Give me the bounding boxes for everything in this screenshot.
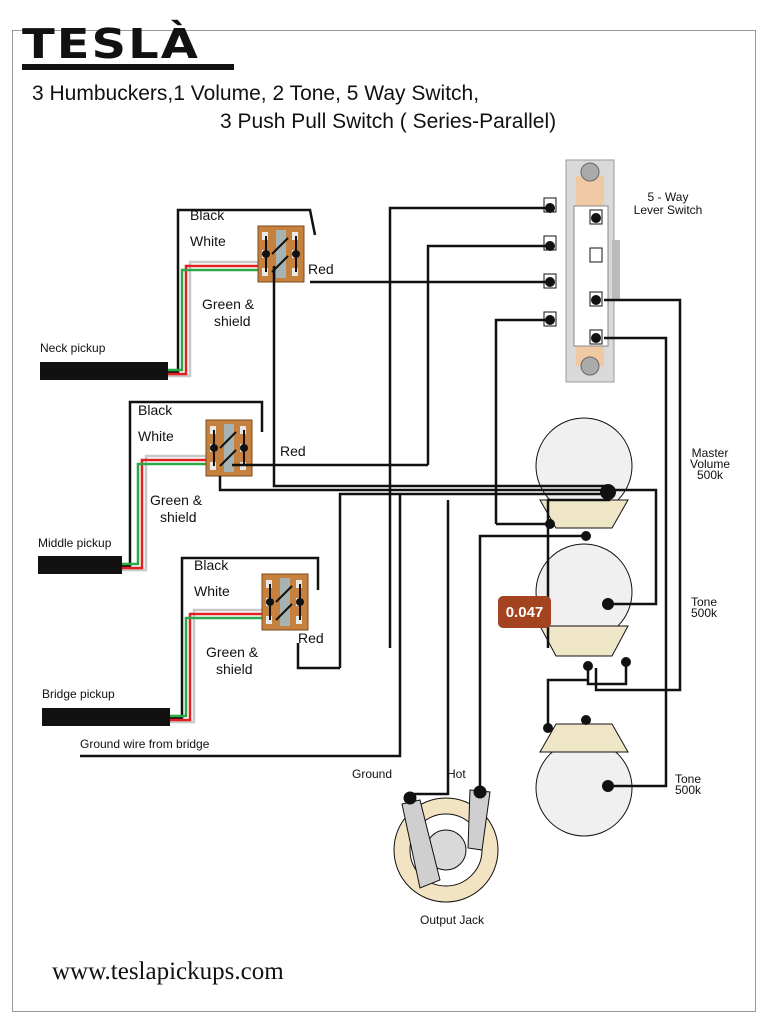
tesla-logo: TESLÀ [22, 20, 200, 69]
volume-pot-label-1: Master [691, 446, 729, 460]
bridge-green-label-2: shield [216, 661, 253, 677]
bridge-green-label-1: Green & [206, 644, 259, 660]
middle-red-label: Red [280, 443, 306, 459]
bridge-pickup-label: Bridge pickup [42, 687, 115, 701]
neck-green-label-1: Green & [202, 296, 255, 312]
diagram-frame [12, 30, 756, 1012]
middle-white-label: White [138, 428, 174, 444]
jack-ground-label: Ground [352, 767, 393, 781]
neck-white-label: White [190, 233, 226, 249]
ground-wire-label: Ground wire from bridge [80, 737, 210, 751]
capacitor-badge: 0.047 [498, 596, 551, 628]
diagram-title-line2: 3 Push Pull Switch ( Series-Parallel) [220, 110, 557, 133]
middle-pickup-label: Middle pickup [38, 536, 112, 550]
lever-switch-label-2: Lever Switch [633, 203, 703, 217]
tone2-pot-label-1: Tone [674, 772, 702, 786]
middle-black-label: Black [138, 402, 173, 418]
output-jack-label: Output Jack [420, 913, 485, 927]
volume-pot-label-2: Volume [689, 457, 731, 471]
jack-hot-label: Hot [447, 767, 466, 781]
website-url: www.teslapickups.com [52, 958, 284, 985]
tone2-pot-label-2: 500k [674, 783, 702, 797]
logo-underline [22, 64, 234, 70]
neck-black-label: Black [190, 207, 225, 223]
tone1-pot-label-2: 500k [690, 606, 718, 620]
diagram-title-line1: 3 Humbuckers,1 Volume, 2 Tone, 5 Way Swi… [32, 82, 480, 105]
neck-green-label-2: shield [214, 313, 251, 329]
middle-green-label-1: Green & [150, 492, 203, 508]
neck-pickup-label: Neck pickup [40, 341, 106, 355]
lever-switch-label-1: 5 - Way [647, 190, 689, 204]
bridge-white-label: White [194, 583, 230, 599]
tone1-pot-label-1: Tone [690, 595, 718, 609]
neck-red-label: Red [308, 261, 334, 277]
middle-green-label-2: shield [160, 509, 197, 525]
bridge-black-label: Black [194, 557, 229, 573]
volume-pot-label-3: 500k [696, 468, 724, 482]
bridge-red-label: Red [298, 630, 324, 646]
